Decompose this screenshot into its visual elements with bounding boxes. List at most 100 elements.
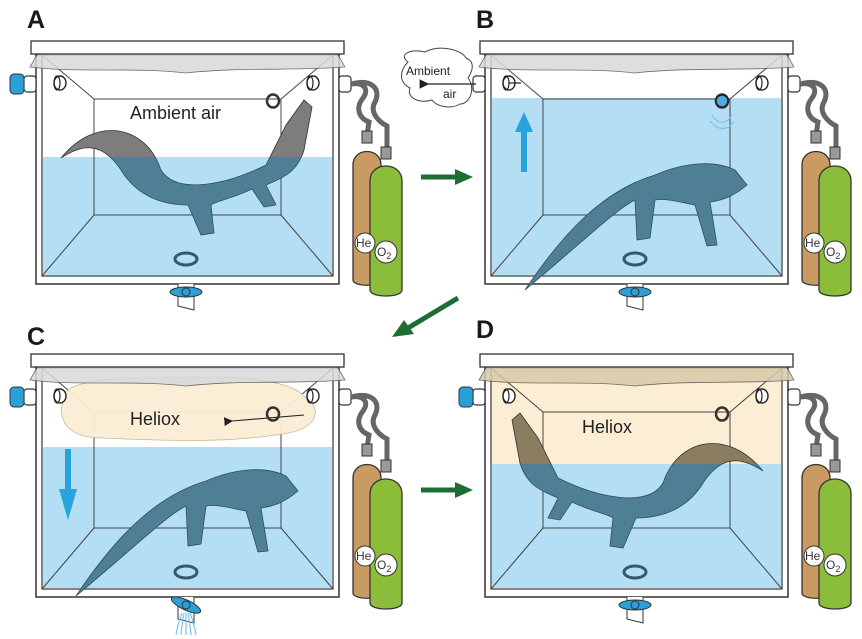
o2-hose: [799, 80, 839, 151]
vent-bubble: [401, 47, 476, 108]
water-rising-arrow-shaft: [521, 130, 527, 172]
perspective-edge: [729, 214, 783, 277]
o2-label-badge: [374, 240, 398, 264]
o2-tank-valve: [380, 146, 392, 160]
water-draining-arrow-head: [59, 489, 77, 520]
perspective-edge: [41, 214, 95, 277]
perspective-edge: [280, 527, 334, 590]
breathing-hole: [714, 406, 730, 422]
o2-hose: [799, 393, 839, 464]
he-tank-label: He: [356, 549, 372, 563]
he-tank-valve: [361, 443, 373, 457]
tank-cover-sheet: [29, 365, 346, 387]
o2-tank: [818, 478, 852, 610]
gas-port-rim: [502, 388, 510, 404]
gas-label-heliox-d: Heliox: [582, 417, 632, 437]
gas-label-heliox-c: Heliox: [130, 409, 180, 429]
gas-port-rim: [53, 388, 61, 404]
tank-lid: [479, 40, 794, 55]
o2-hose: [350, 80, 390, 151]
he-label-badge: [354, 545, 376, 567]
left-valve-cap: [9, 386, 25, 408]
perspective-edge: [729, 527, 783, 590]
arrow-c-to-d: [421, 482, 473, 498]
perspective-edge: [490, 527, 544, 590]
alligator: [524, 163, 748, 291]
o2-label-badge: [823, 553, 847, 577]
alligator: [75, 469, 299, 597]
o2-tank: [369, 478, 403, 610]
side-port-left: [23, 388, 37, 406]
tank-cover-sheet: [478, 365, 795, 387]
gas-port-rim: [755, 75, 763, 91]
left-valve-cap: [458, 386, 474, 408]
gas-port-rim: [755, 388, 763, 404]
drain-valve-knob: [181, 287, 191, 297]
he-hose: [799, 81, 821, 136]
he-label-badge: [803, 232, 825, 254]
he-hose: [350, 394, 372, 449]
floor-drain-ring: [173, 251, 199, 267]
draining-water: [175, 612, 183, 636]
o2-hose: [350, 393, 390, 464]
side-port-left: [472, 388, 486, 406]
side-port-right: [338, 388, 352, 406]
side-port-right: [338, 75, 352, 93]
perspective-edge: [280, 214, 334, 277]
panel-letter-d: D: [476, 316, 494, 344]
he-tank-label: He: [356, 236, 372, 250]
alligator-submerged: [524, 163, 748, 291]
gas-port-rim: [306, 75, 314, 91]
o2-tank-valve: [829, 459, 841, 473]
side-port-right: [787, 388, 801, 406]
vent-label-ambient: Ambient: [406, 64, 451, 78]
alligator-above-water: [511, 412, 758, 464]
perspective-edge: [41, 527, 95, 590]
alligator-above-water: [61, 99, 313, 157]
he-tank-valve: [361, 130, 373, 144]
tank-lid: [30, 353, 345, 368]
side-port-left: [23, 75, 37, 93]
tank-lid: [479, 353, 794, 368]
arrow-a-to-b: [421, 169, 473, 185]
gas-port-rim: [306, 388, 314, 404]
tank-cover-sheet: [29, 52, 346, 74]
panel-letter-b: B: [476, 6, 494, 34]
drain-valve-knob: [181, 600, 191, 610]
panel-letter-a: A: [27, 6, 45, 34]
alligator-submerged: [75, 469, 299, 597]
side-port-right: [787, 75, 801, 93]
o2-tank: [818, 165, 852, 297]
he-hose: [799, 394, 821, 449]
tank-lid: [30, 40, 345, 55]
he-tank-valve: [810, 443, 822, 457]
gas-port-rim: [53, 75, 61, 91]
water-rising-arrow-head: [515, 112, 533, 132]
breathing-hole: [265, 93, 281, 109]
draining-water: [180, 612, 185, 636]
left-valve-cap: [9, 73, 25, 95]
water-entering-hole: [715, 94, 729, 108]
draining-water: [189, 612, 197, 636]
he-hose: [350, 81, 372, 136]
gas-label-ambient-air: Ambient air: [130, 103, 221, 123]
perspective-edge: [490, 214, 544, 277]
o2-label-badge: [823, 240, 847, 264]
he-tank-label: He: [805, 549, 821, 563]
tank-cover-sheet: [478, 52, 795, 74]
he-tank-label: He: [805, 236, 821, 250]
alligator-submerged: [519, 464, 764, 549]
vent-label-air: air: [443, 87, 456, 101]
he-tank-valve: [810, 130, 822, 144]
arrow-b-to-c: [392, 295, 460, 337]
panel-letter-c: C: [27, 323, 45, 351]
he-label-badge: [354, 232, 376, 254]
alligator: [511, 412, 764, 549]
breathing-hole: [265, 406, 281, 422]
water-swirl: [709, 114, 735, 130]
o2-tank: [369, 165, 403, 297]
